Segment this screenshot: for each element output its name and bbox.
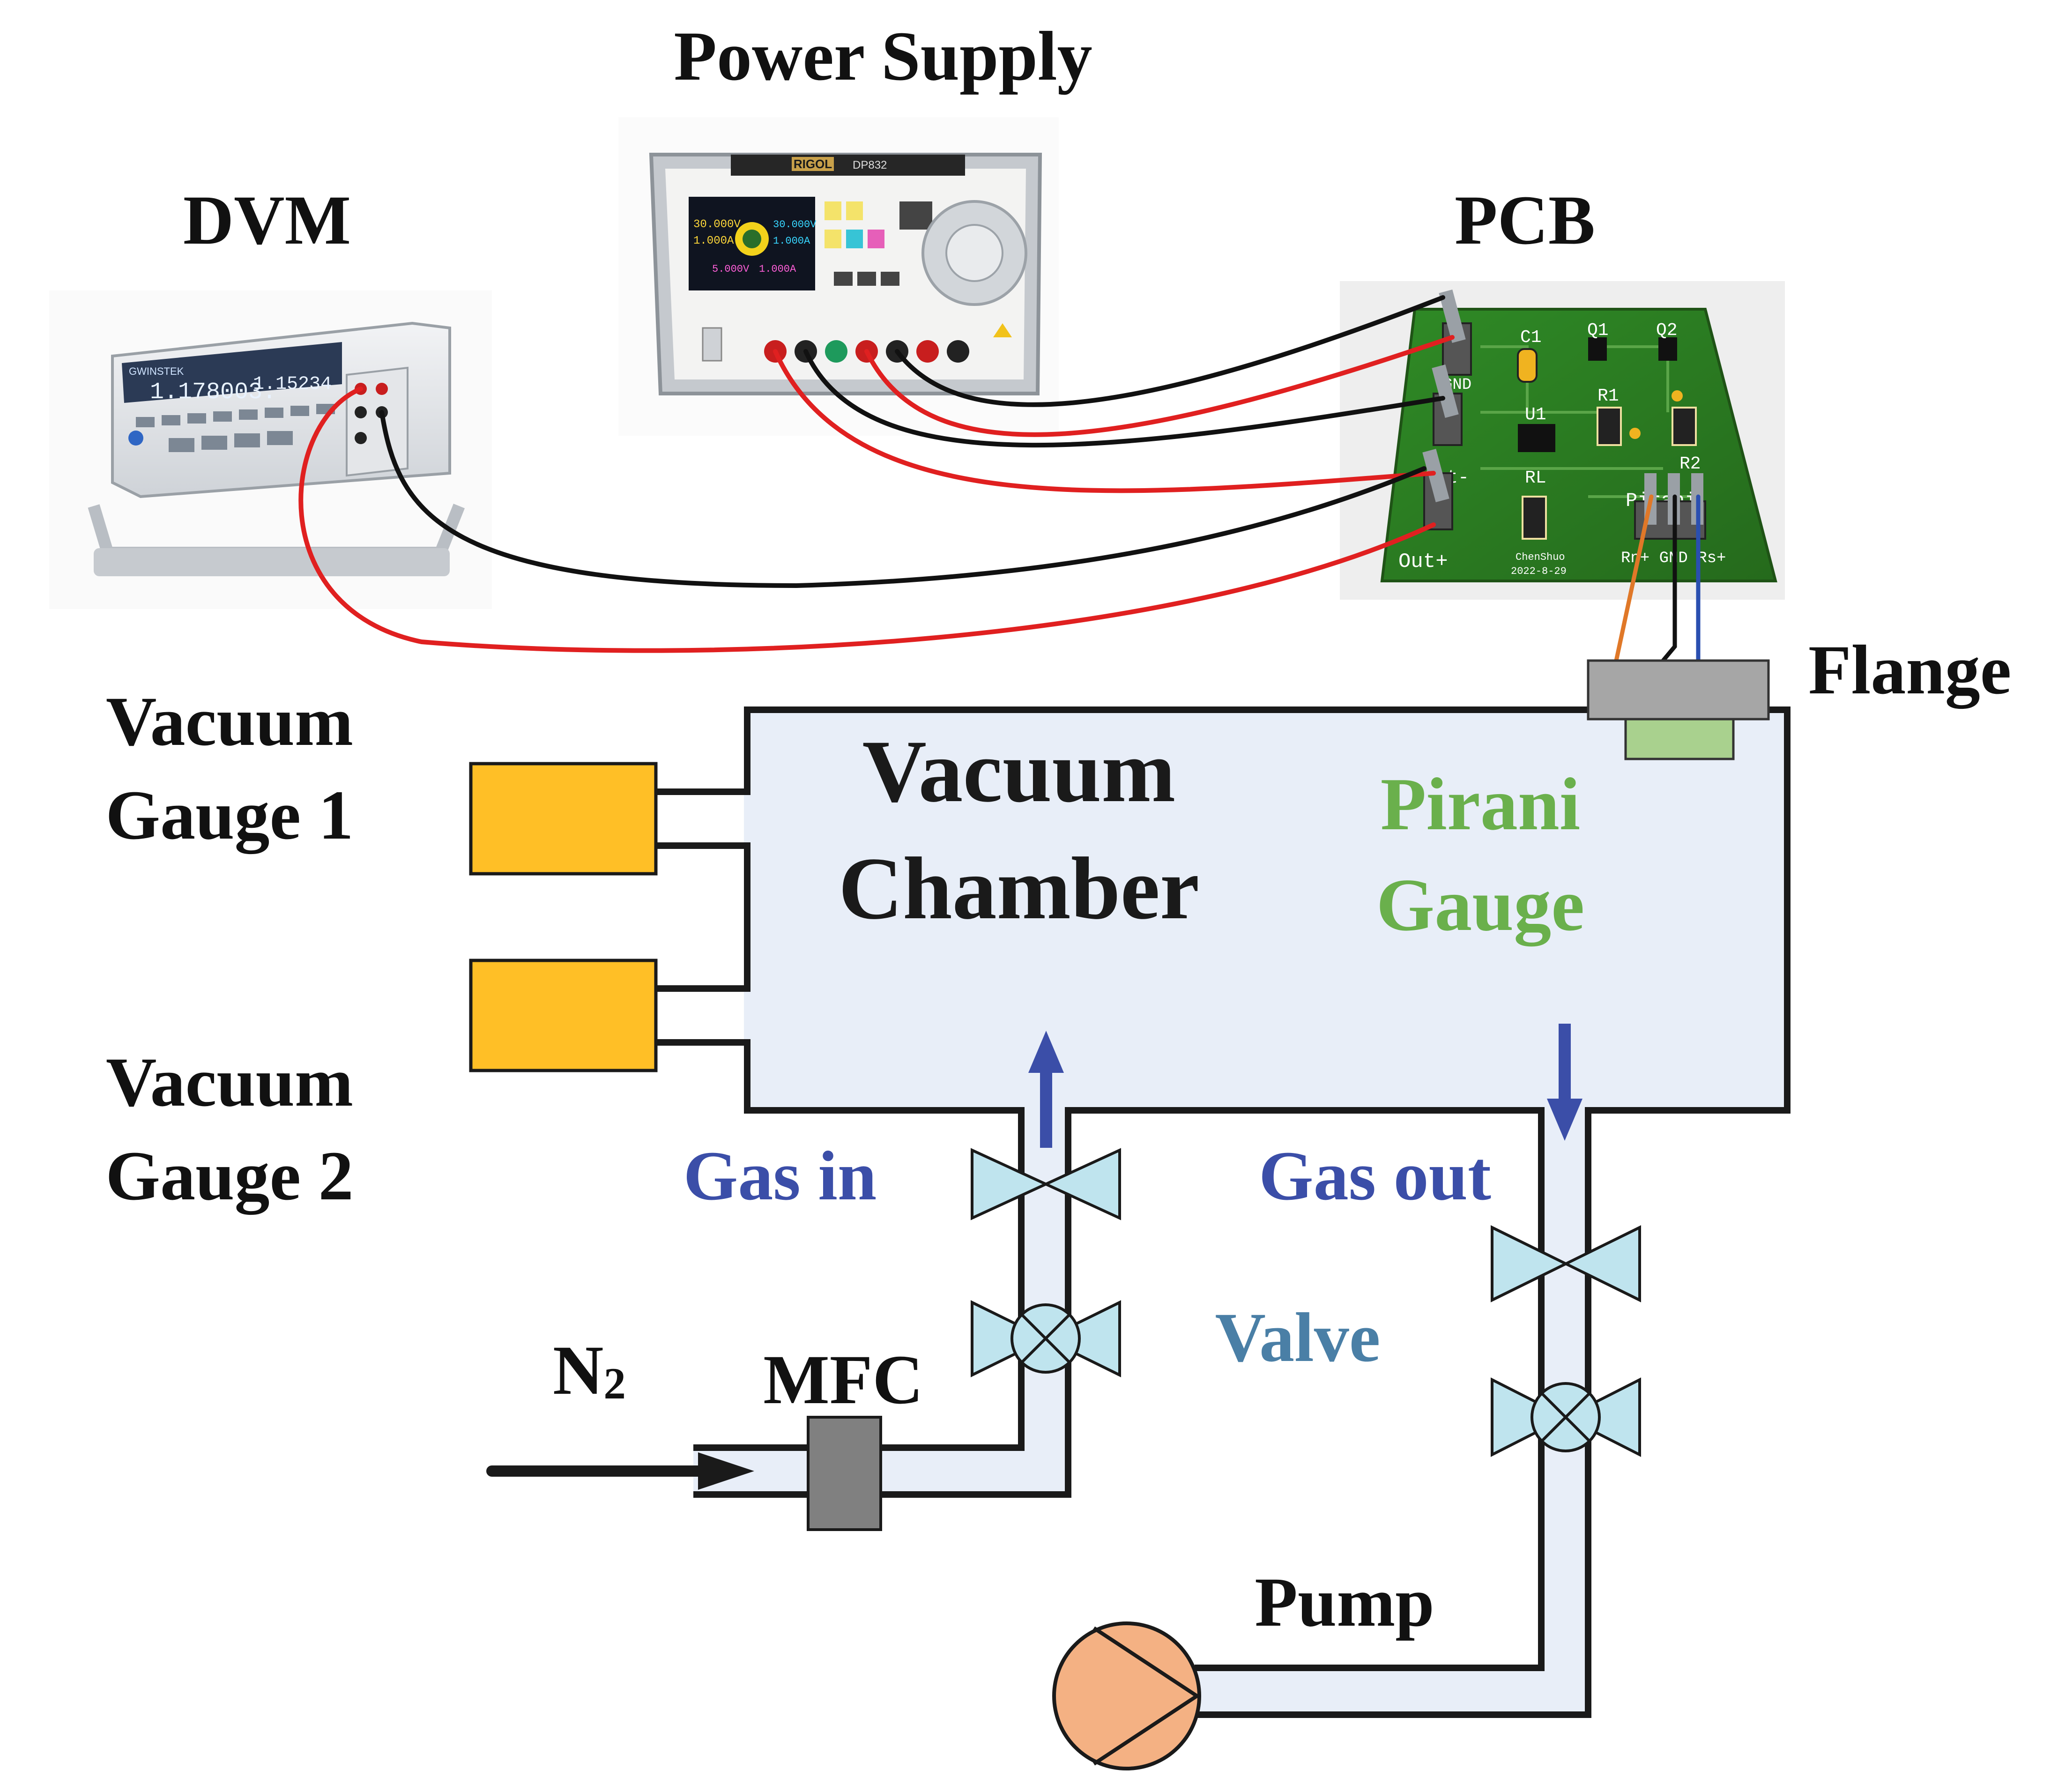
n2-label: N2: [553, 1331, 626, 1409]
psu-ch3-voltage: 5.000V: [712, 263, 750, 275]
valve-label: Valve: [1215, 1299, 1381, 1376]
vacuum-gauge-1-label-line2: Gauge 1: [105, 776, 353, 854]
flange-body: [1587, 659, 1770, 721]
pirani-gauge-label-line1: Pirani: [1381, 762, 1581, 846]
psu-ch1-current: 1.000A: [693, 235, 734, 247]
inlet-pipe: [693, 1110, 1068, 1495]
wire-dvm-black: [379, 410, 1426, 588]
dvm-device: GWINSTEK 1.178003. 1.15234: [49, 290, 492, 609]
n2-label-subscript: 2: [603, 1359, 626, 1408]
chamber-label-line2: Chamber: [839, 840, 1199, 938]
wire-psu-red-2: [773, 349, 1436, 493]
mfc-label: MFC: [763, 1341, 923, 1419]
pump-symbol: [1052, 1621, 1201, 1770]
n2-arrow: [486, 1452, 754, 1490]
chamber-label-line1: Vacuum: [862, 722, 1176, 821]
pump-label: Pump: [1255, 1563, 1434, 1641]
inlet-valve-lower: [971, 1300, 1121, 1377]
pcb-title: PCB: [1455, 181, 1595, 259]
vacuum-gauge-1-label-line1: Vacuum: [106, 683, 353, 760]
dvm-main-reading: 1.178003.: [150, 379, 276, 406]
dvm-brand: GWINSTEK: [129, 365, 184, 377]
wire-psu-black-1: [895, 295, 1445, 407]
pcb-label-q1: Q1: [1587, 320, 1609, 341]
pcb-label-u1: U1: [1525, 405, 1546, 425]
dvm-title: DVM: [183, 181, 351, 259]
psu-ch2-voltage: 30.000V: [773, 219, 817, 231]
pcb-board: C1 Q1 Q2 GND U1 R1 RL R2 Pirani Out- Out…: [1340, 281, 1785, 600]
pirani-gauge-label-line2: Gauge: [1376, 863, 1584, 947]
pcb-label-q2: Q2: [1656, 320, 1678, 341]
flange-pirani-element: [1624, 718, 1735, 760]
power-supply-device: RIGOL DP832 30.000V 1.000A 30.000V 1.000…: [618, 117, 1059, 436]
wiring: [298, 295, 1701, 663]
vacuum-gauge-2-label-line1: Vacuum: [106, 1043, 353, 1121]
wire-dvm-red: [298, 387, 1436, 653]
wire-flange-orange: [1614, 494, 1654, 663]
pcb-label-out-plus: Out+: [1398, 550, 1448, 573]
pcb-label-rl: RL: [1525, 468, 1546, 488]
power-supply-title: Power Supply: [674, 17, 1092, 95]
wire-flange-black: [1661, 494, 1677, 663]
gas-out-label: Gas out: [1259, 1137, 1491, 1215]
pcb-label-date: 2022-8-29: [1511, 565, 1567, 577]
psu-brand: RIGOL: [794, 157, 832, 171]
psu-ch3-current: 1.000A: [759, 263, 796, 275]
pcb-label-c1: C1: [1520, 327, 1542, 348]
gas-in-label: Gas in: [684, 1137, 877, 1215]
inlet-valve-upper: [971, 1148, 1121, 1220]
n2-label-main: N: [553, 1331, 603, 1409]
dvm-sub-reading: 1.15234: [253, 374, 332, 395]
gas-in-arrow: [1028, 1031, 1064, 1148]
wire-psu-red-1: [864, 335, 1455, 437]
psu-model: DP832: [853, 159, 887, 171]
vacuum-gauge-2-label-line2: Gauge 2: [105, 1137, 353, 1215]
mfc-block: [807, 1416, 882, 1531]
pcb-label-author: ChenShuo: [1516, 551, 1565, 563]
wire-psu-black-2: [803, 349, 1445, 448]
vacuum-gauge-1: [469, 762, 658, 876]
psu-ch1-voltage: 30.000V: [693, 218, 741, 231]
outlet-valve-upper: [1491, 1225, 1641, 1302]
flange-label: Flange: [1808, 631, 2011, 709]
outlet-pipe: [1195, 1110, 1588, 1715]
psu-ch2-current: 1.000A: [773, 235, 810, 247]
pcb-label-r2: R2: [1679, 454, 1701, 474]
pcb-label-r1: R1: [1597, 386, 1619, 406]
outlet-valve-lower: [1491, 1377, 1641, 1457]
gas-out-arrow: [1547, 1024, 1583, 1141]
vacuum-gauge-2: [469, 959, 658, 1072]
